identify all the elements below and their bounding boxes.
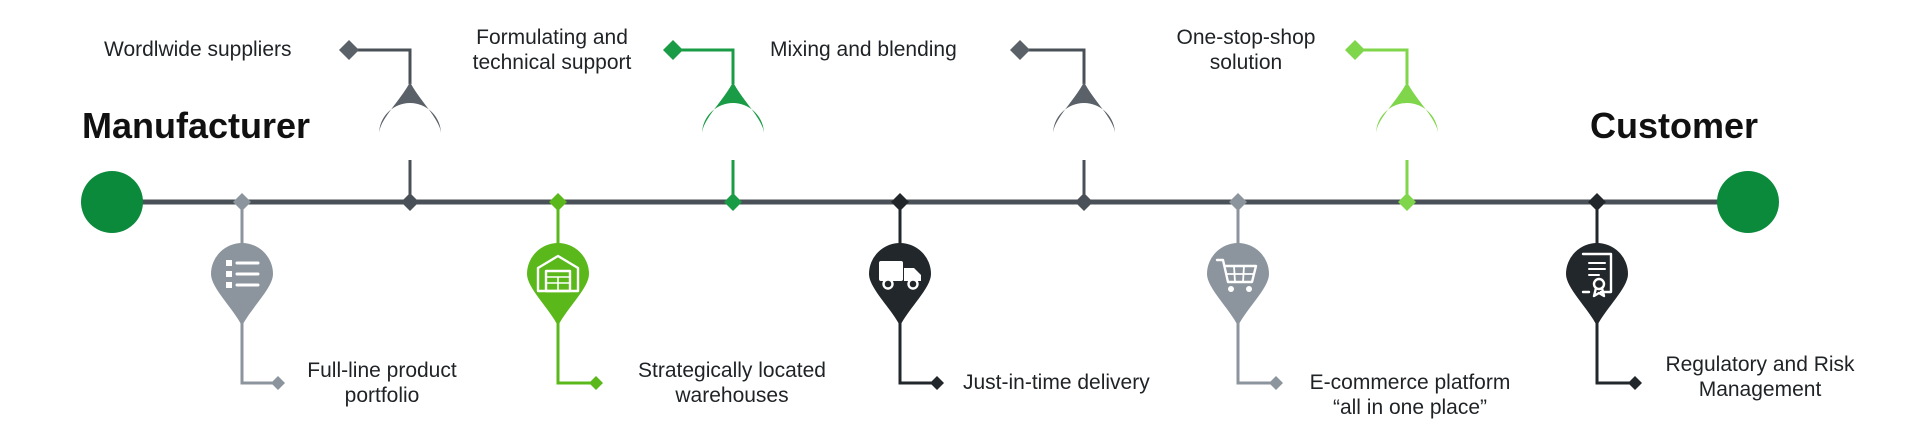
bullet-mixing xyxy=(1010,40,1030,60)
axis-marker-warehouses xyxy=(549,193,567,211)
connector-suppliers xyxy=(349,48,412,84)
list-icon xyxy=(226,260,260,288)
flask-icon xyxy=(714,112,752,151)
customer-node xyxy=(1717,171,1779,233)
axis-marker-portfolio xyxy=(233,193,251,211)
pin-regulatory xyxy=(1566,243,1628,326)
axis-marker-formulating xyxy=(724,193,742,211)
label-warehouses: Strategically located warehouses xyxy=(638,359,826,407)
axis-marker-regulatory xyxy=(1588,193,1606,211)
axis-marker-delivery xyxy=(891,193,909,211)
label-suppliers: Wordlwide suppliers xyxy=(104,38,292,61)
label-regulatory: Regulatory and Risk Management xyxy=(1665,353,1855,401)
certificate-icon xyxy=(1581,252,1613,298)
bullet-ecommerce xyxy=(1269,376,1283,390)
connector-regulatory xyxy=(1595,322,1635,385)
target-icon xyxy=(1386,112,1427,155)
customer-title: Customer xyxy=(1590,105,1759,146)
pin-suppliers xyxy=(379,82,441,134)
bullet-regulatory xyxy=(1628,376,1642,390)
axis-marker-one-stop xyxy=(1398,193,1416,211)
bullet-one-stop xyxy=(1345,40,1365,60)
connector-warehouses xyxy=(556,322,596,385)
cart-icon xyxy=(1215,258,1258,292)
pin-one-stop xyxy=(1376,82,1438,134)
globe-icon xyxy=(391,115,429,153)
label-mixing: Mixing and blending xyxy=(770,38,957,61)
label-portfolio: Full-line product portfolio xyxy=(307,359,457,407)
connector-delivery xyxy=(898,322,937,385)
warehouse-icon xyxy=(536,254,580,293)
bullet-portfolio xyxy=(271,376,285,390)
pin-ecommerce xyxy=(1207,243,1269,326)
bullet-delivery xyxy=(930,376,944,390)
connector-mixing xyxy=(1020,48,1086,84)
label-delivery: Just-in-time delivery xyxy=(963,371,1150,394)
label-one-stop: One-stop-shop solution xyxy=(1176,26,1316,74)
connector-one-stop xyxy=(1355,48,1409,84)
bullet-warehouses xyxy=(589,376,603,390)
label-ecommerce: E-commerce platform “all in one place” xyxy=(1309,371,1511,419)
axis-marker-mixing xyxy=(1075,193,1093,211)
axis-marker-ecommerce xyxy=(1229,193,1247,211)
connector-ecommerce xyxy=(1236,322,1276,385)
axis-marker-suppliers xyxy=(401,193,419,211)
pin-formulating xyxy=(702,82,764,134)
pin-mixing xyxy=(1053,82,1115,134)
manufacturer-title: Manufacturer xyxy=(82,105,311,146)
bullet-formulating xyxy=(663,40,683,60)
label-formulating: Formulating and technical support xyxy=(472,26,632,74)
magic-wand-icon xyxy=(1064,114,1105,153)
truck-icon xyxy=(879,261,921,290)
connector-formulating xyxy=(673,48,735,84)
manufacturer-node xyxy=(81,171,143,233)
pin-delivery xyxy=(869,243,931,326)
connector-portfolio xyxy=(240,322,278,385)
bullet-suppliers xyxy=(339,40,359,60)
